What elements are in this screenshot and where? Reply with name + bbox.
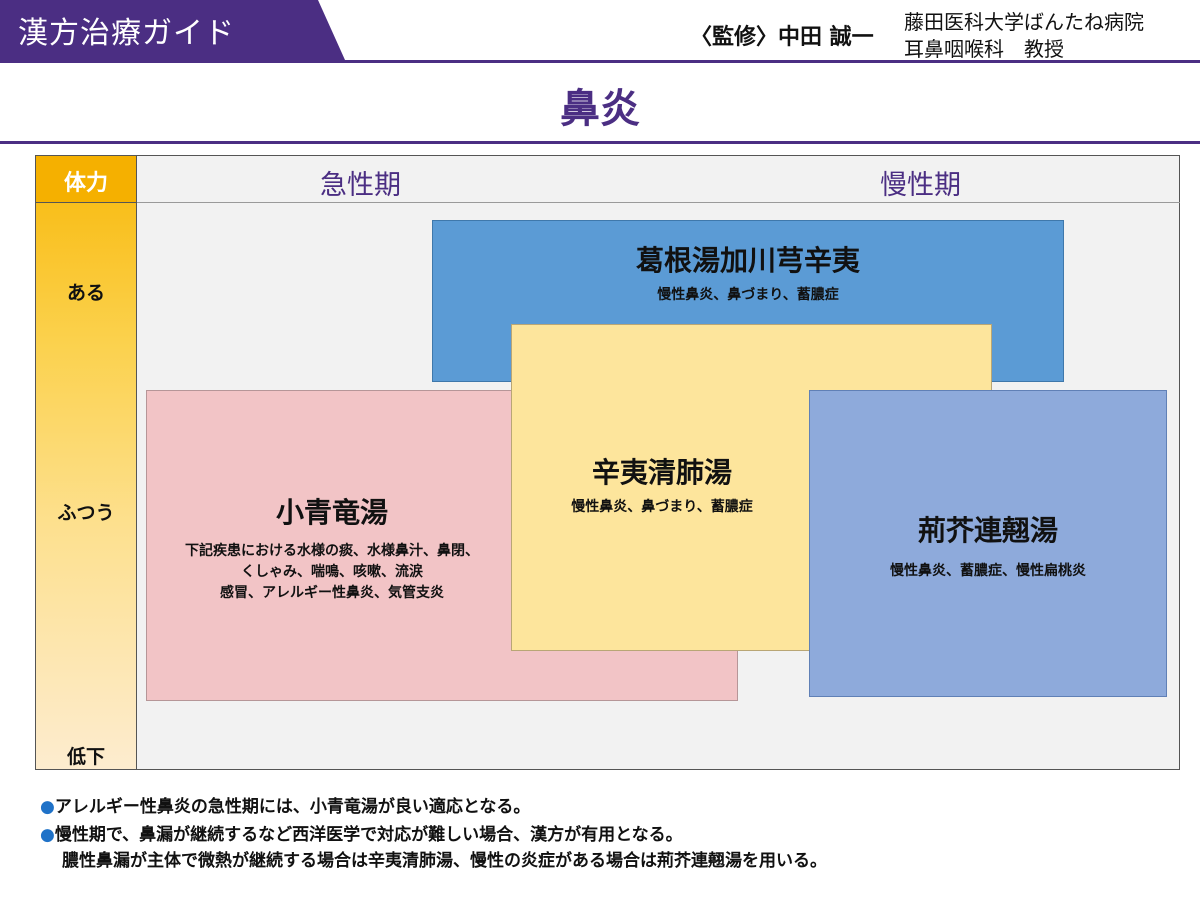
box-desc: 慢性鼻炎、鼻づまり、蓄膿症 (657, 287, 839, 303)
header-divider (0, 60, 1200, 63)
affiliation-line2: 耳鼻咽喉科 教授 (904, 37, 1064, 61)
box-title: 荊芥連翹湯 (917, 514, 1058, 547)
box-desc: くしゃみ、喘鳴、咳嗽、流涙 (241, 564, 423, 580)
box-desc: 感冒、アレルギー性鼻炎、気管支炎 (220, 585, 444, 601)
header-tab (0, 0, 345, 60)
note-2-continuation: 膿性鼻漏が主体で微熱が継続する場合は辛夷清肺湯、慢性の炎症がある場合は荊芥連翹湯… (62, 851, 827, 871)
stamina-level-low: 低下 (66, 746, 105, 768)
stamina-level-high: ある (66, 282, 105, 304)
supervisor: 〈監修〉中田 誠一 (690, 25, 874, 50)
title-divider (0, 141, 1200, 144)
phase-chronic: 慢性期 (880, 170, 961, 201)
bullet-icon: ● (40, 797, 55, 817)
stamina-axis (35, 155, 137, 770)
page-title: 鼻炎 (560, 86, 640, 132)
box-title: 小青竜湯 (275, 496, 388, 529)
stamina-level-normal: ふつう (57, 502, 115, 524)
box-keigairengyoto: 荊芥連翹湯 慢性鼻炎、蓄膿症、慢性扁桃炎 (809, 390, 1167, 697)
bullet-icon: ● (40, 825, 55, 845)
note-text: 慢性期で、鼻漏が継続するなど西洋医学で対応が難しい場合、漢方が有用となる。 (54, 825, 683, 845)
note-2: ●慢性期で、鼻漏が継続するなど西洋医学で対応が難しい場合、漢方が有用となる。 (40, 820, 683, 845)
note-text: アレルギー性鼻炎の急性期には、小青竜湯が良い適応となる。 (54, 797, 531, 817)
box-desc: 慢性鼻炎、蓄膿症、慢性扁桃炎 (890, 563, 1086, 579)
box-desc: 下記疾患における水様の痰、水様鼻汁、鼻閉、 (185, 543, 479, 559)
stamina-axis-header (35, 155, 137, 203)
phase-acute: 急性期 (320, 170, 401, 201)
box-title: 辛夷清肺湯 (591, 456, 732, 489)
box-desc: 慢性鼻炎、鼻づまり、蓄膿症 (571, 499, 753, 515)
stamina-axis-title: 体力 (63, 171, 108, 196)
box-title: 葛根湯加川芎辛夷 (635, 244, 860, 277)
phase-header-divider (137, 202, 1180, 203)
guide-title: 漢方治療ガイド (18, 16, 235, 51)
affiliation-line1: 藤田医科大学ばんたね病院 (904, 10, 1144, 34)
note-1: ●アレルギー性鼻炎の急性期には、小青竜湯が良い適応となる。 (40, 792, 530, 817)
